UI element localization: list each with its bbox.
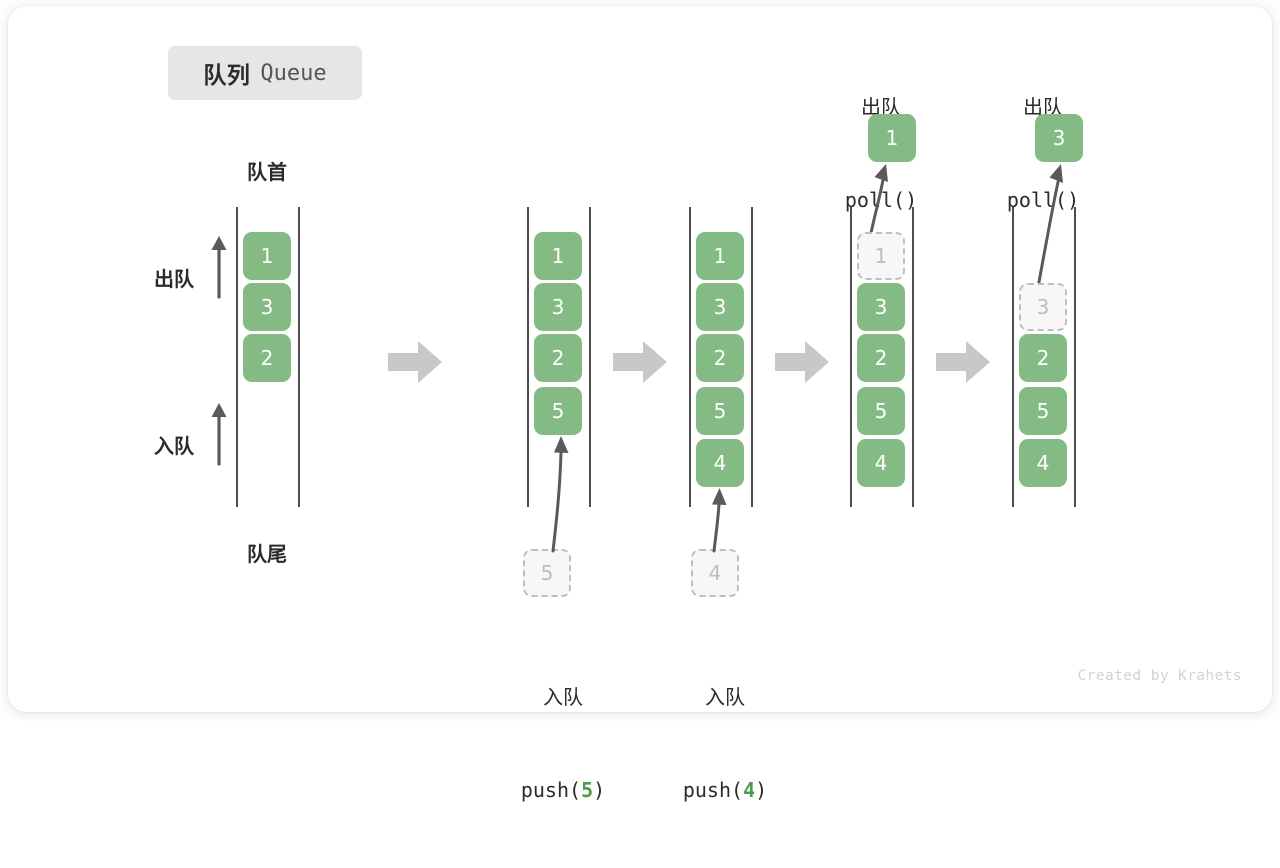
- queue-cell: 3: [857, 283, 905, 331]
- queue-cell: 2: [243, 334, 291, 382]
- queue-cell-removed: 1: [857, 232, 905, 280]
- queue-cell: 2: [857, 334, 905, 382]
- poll-caption-code: poll(): [844, 188, 918, 212]
- dequeue-direction-arrow-icon: [211, 236, 227, 299]
- queue-cell: 3: [534, 283, 582, 331]
- queue-cell: 5: [696, 387, 744, 435]
- queue-head-label: 队首: [247, 160, 287, 184]
- title-cn: 队列: [203, 63, 251, 89]
- poll-caption-code: poll(): [1006, 188, 1080, 212]
- queue-cell-removed: 3: [1019, 283, 1067, 331]
- rail-left: [1012, 207, 1014, 507]
- enqueue-direction-label: 入队: [154, 434, 194, 458]
- push-caption-code: push(4): [682, 778, 768, 802]
- transition-arrow-icon: [613, 341, 667, 383]
- queue-cell: 1: [534, 232, 582, 280]
- queue-cell: 2: [1019, 334, 1067, 382]
- enqueue-direction-arrow-icon: [211, 403, 227, 466]
- rail-right: [1074, 207, 1076, 507]
- rail-left: [850, 207, 852, 507]
- popped-cell: 3: [1035, 114, 1083, 162]
- popped-cell: 1: [868, 114, 916, 162]
- rail-left: [689, 207, 691, 507]
- watermark: Created by Krahets: [1077, 668, 1242, 684]
- push-caption-cn: 入队: [543, 685, 583, 709]
- queue-cell: 1: [696, 232, 744, 280]
- incoming-ghost-cell: 4: [691, 549, 739, 597]
- queue-cell-new: 4: [696, 439, 744, 487]
- queue-cell: 3: [696, 283, 744, 331]
- rail-left: [236, 207, 238, 507]
- queue-cell: 2: [696, 334, 744, 382]
- rail-right: [751, 207, 753, 507]
- title-en: Queue: [260, 60, 327, 86]
- dequeue-direction-label: 出队: [154, 267, 194, 291]
- transition-arrow-icon: [936, 341, 990, 383]
- queue-cell: 3: [243, 283, 291, 331]
- diagram-canvas: 队列 Queue 队首 队尾 出队 入队 1 3 2 1 3 2 5 5: [154, 46, 1242, 802]
- queue-cell: 2: [534, 334, 582, 382]
- rail-right: [298, 207, 300, 507]
- diagram-title-chip: 队列 Queue: [168, 46, 362, 100]
- queue-cell: 4: [857, 439, 905, 487]
- queue-cell-new: 5: [534, 387, 582, 435]
- queue-cell: 5: [857, 387, 905, 435]
- transition-arrow-icon: [775, 341, 829, 383]
- queue-tail-label: 队尾: [247, 542, 287, 566]
- push-caption: 入队 push(4): [620, 620, 830, 868]
- rail-left: [527, 207, 529, 507]
- transition-arrow-icon: [388, 341, 442, 383]
- push-caption-cn: 入队: [705, 685, 745, 709]
- incoming-ghost-cell: 5: [523, 549, 571, 597]
- queue-cell: 5: [1019, 387, 1067, 435]
- queue-cell: 4: [1019, 439, 1067, 487]
- rail-right: [589, 207, 591, 507]
- rail-right: [912, 207, 914, 507]
- queue-cell: 1: [243, 232, 291, 280]
